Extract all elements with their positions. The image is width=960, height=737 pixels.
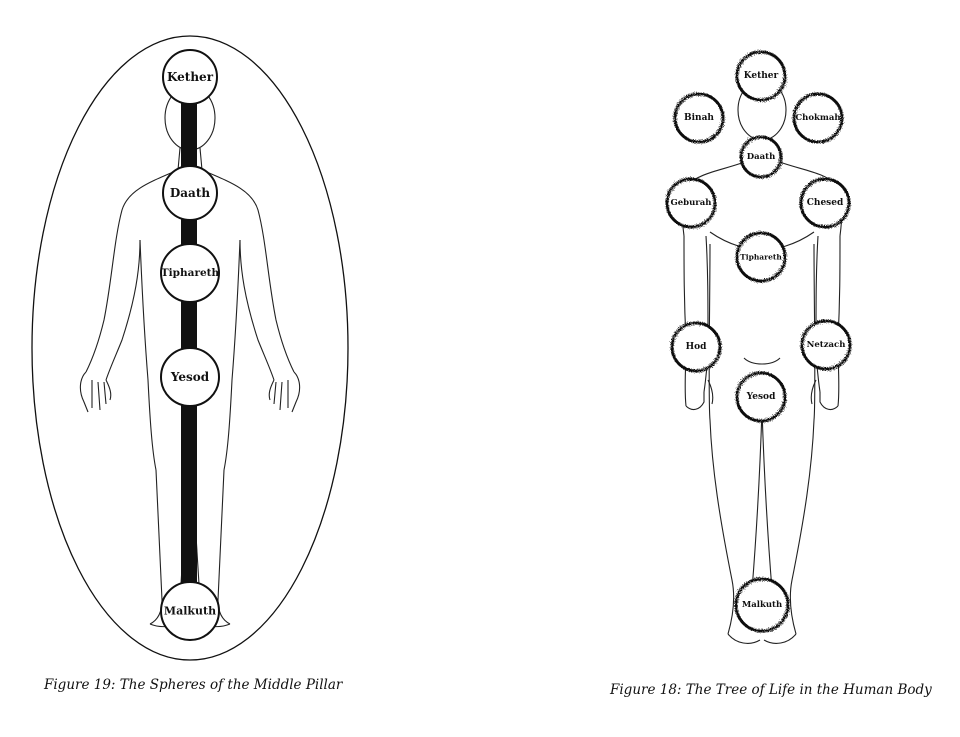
sphere-daath-2: Daath <box>739 135 783 179</box>
sphere-geburah: Geburah <box>665 177 717 229</box>
sphere-label-tiphareth-2: Tiphareth <box>740 253 782 262</box>
sphere-kether-2: Kether <box>735 50 787 102</box>
sphere-yesod: Yesod <box>160 347 220 407</box>
middle-pillar-diagram: Kether Daath Tiphareth Yesod Malkuth <box>31 35 349 661</box>
figure-tree-of-life: Kether Binah Chokmah Daath Geburah Chese… <box>560 0 960 737</box>
sphere-malkuth: Malkuth <box>160 581 220 641</box>
sphere-chesed: Chesed <box>799 177 851 229</box>
tree-of-life-diagram: Kether Binah Chokmah Daath Geburah Chese… <box>665 50 852 644</box>
sphere-binah: Binah <box>673 92 725 144</box>
sphere-label-tiphareth: Tiphareth <box>161 267 220 279</box>
sphere-daath: Daath <box>162 165 218 221</box>
sphere-tiphareth: Tiphareth <box>160 243 220 303</box>
sphere-label-daath-2: Daath <box>747 152 776 162</box>
sphere-label-yesod: Yesod <box>170 370 210 384</box>
sphere-chokmah: Chokmah <box>792 92 844 144</box>
aura-ellipse <box>31 35 349 661</box>
sphere-label-hod: Hod <box>686 342 708 352</box>
sphere-label-malkuth-2: Malkuth <box>742 600 782 610</box>
sphere-kether: Kether <box>162 49 218 105</box>
sphere-label-malkuth: Malkuth <box>164 605 216 618</box>
sphere-malkuth-2: Malkuth <box>734 577 790 633</box>
sphere-label-netzach: Netzach <box>807 340 846 350</box>
sphere-tiphareth-2: Tiphareth <box>735 231 787 283</box>
figure-18-caption: Figure 18: The Tree of Life in the Human… <box>610 682 932 698</box>
sphere-yesod-2: Yesod <box>735 371 787 423</box>
sphere-netzach: Netzach <box>800 319 852 371</box>
sphere-label-chesed: Chesed <box>807 198 844 208</box>
sphere-label-kether: Kether <box>167 70 214 84</box>
figure-19-caption: Figure 19: The Spheres of the Middle Pil… <box>44 677 343 693</box>
sphere-label-binah: Binah <box>684 113 714 123</box>
sphere-label-daath: Daath <box>170 186 211 200</box>
sphere-label-kether-2: Kether <box>744 71 779 81</box>
figure-middle-pillar: Kether Daath Tiphareth Yesod Malkuth Fig… <box>0 0 380 737</box>
sphere-label-geburah: Geburah <box>671 198 712 208</box>
sphere-label-chokmah: Chokmah <box>795 113 840 123</box>
sphere-hod: Hod <box>670 321 722 373</box>
sphere-label-yesod-2: Yesod <box>746 392 776 402</box>
